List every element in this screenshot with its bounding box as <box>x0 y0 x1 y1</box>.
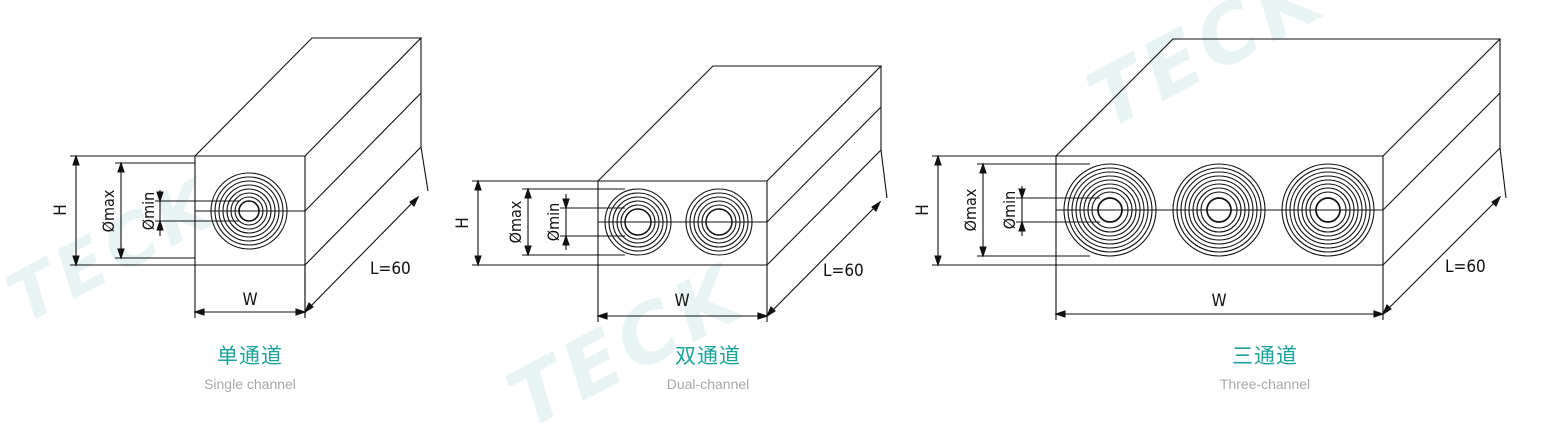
single-height-label: H <box>51 204 71 216</box>
three-height-label: H <box>913 204 933 216</box>
three-channel-tube-1 <box>1063 163 1157 257</box>
three-channel-block <box>932 38 1507 320</box>
three-channel-tube-2 <box>1172 163 1266 257</box>
caption-dual: 双通道 Dual-channel <box>588 340 828 392</box>
single-dmin-label: Ømin <box>139 192 158 230</box>
single-length-label: L=60 <box>370 259 411 279</box>
three-channel-tube-3 <box>1281 163 1375 257</box>
diagram-stage: TECK TECK TECK <box>0 0 1507 447</box>
caption-single: 单通道 Single channel <box>130 340 370 392</box>
channel-diagram-svg: H Ømax Ømin W L=60 H Ømax Ømin W L=60 H … <box>51 37 1507 322</box>
dual-height-label: H <box>453 217 473 229</box>
caption-dual-zh: 双通道 <box>675 344 741 368</box>
dual-length-label: L=60 <box>823 261 864 281</box>
single-dmax-label: Ømax <box>99 189 118 232</box>
caption-three-zh: 三通道 <box>1232 344 1298 368</box>
dual-width-label: W <box>674 291 689 311</box>
dual-channel-tube-2 <box>685 188 753 256</box>
dual-channel-block <box>472 65 888 322</box>
dual-dmax-label: Ømax <box>506 200 525 243</box>
caption-three-en: Three-channel <box>1219 376 1311 392</box>
dual-dmin-label: Ømin <box>544 203 563 241</box>
single-width-label: W <box>242 290 257 310</box>
caption-three: 三通道 Three-channel <box>1145 340 1385 392</box>
three-dmax-label: Ømax <box>961 188 980 231</box>
caption-single-zh: 单通道 <box>217 344 283 368</box>
three-dmin-label: Ømin <box>1000 191 1019 229</box>
three-length-label: L=60 <box>1445 257 1486 277</box>
single-channel-tube <box>210 172 288 250</box>
caption-single-en: Single channel <box>204 376 296 392</box>
dual-channel-tube-1 <box>604 188 672 256</box>
single-channel-block <box>70 37 429 318</box>
three-width-label: W <box>1211 291 1226 311</box>
caption-dual-en: Dual-channel <box>666 376 750 392</box>
